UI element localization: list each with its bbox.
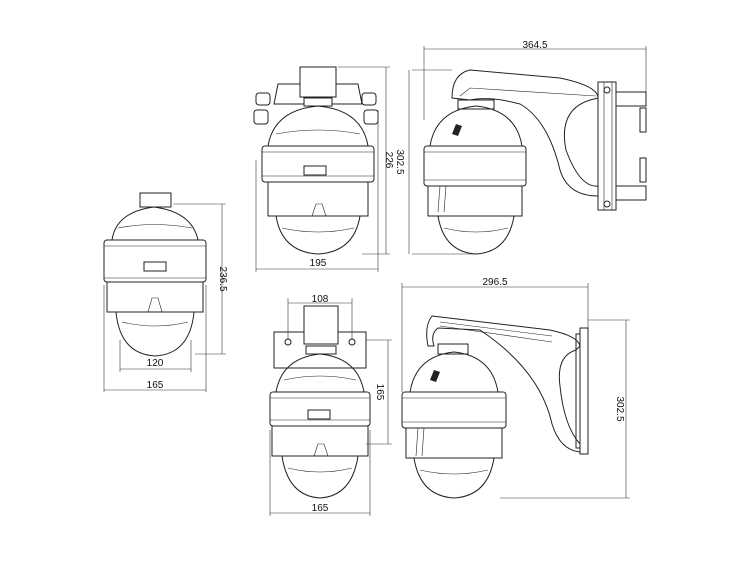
ceiling-width-label: 165 (147, 380, 164, 391)
pendant-height-label: 226 (383, 152, 394, 169)
wallarm-length-label: 364.5 (522, 40, 547, 51)
ceiling-height-label: 236.5 (217, 266, 228, 291)
corner-width-label: 165 (312, 503, 329, 514)
corner-mount-front-view: 108 165 165 (269, 294, 392, 516)
ceiling-mount-view: 120 165 236.5 (103, 192, 228, 392)
wallarm-height-label: 302.5 (394, 149, 405, 174)
wall-arm-view: 364.5 302.5 (394, 40, 647, 255)
corner-side-height-label: 302.5 (614, 396, 625, 421)
pendant-mount-view: 195 226 (253, 66, 394, 272)
ceiling-inner-width-label: 120 (147, 358, 164, 369)
pendant-width-label: 195 (310, 258, 327, 269)
corner-bracket-height-label: 165 (374, 384, 385, 401)
corner-side-length-label: 296.5 (482, 277, 507, 288)
corner-top-width-label: 108 (312, 294, 329, 305)
corner-mount-side-view: 296.5 302.5 (401, 277, 630, 499)
